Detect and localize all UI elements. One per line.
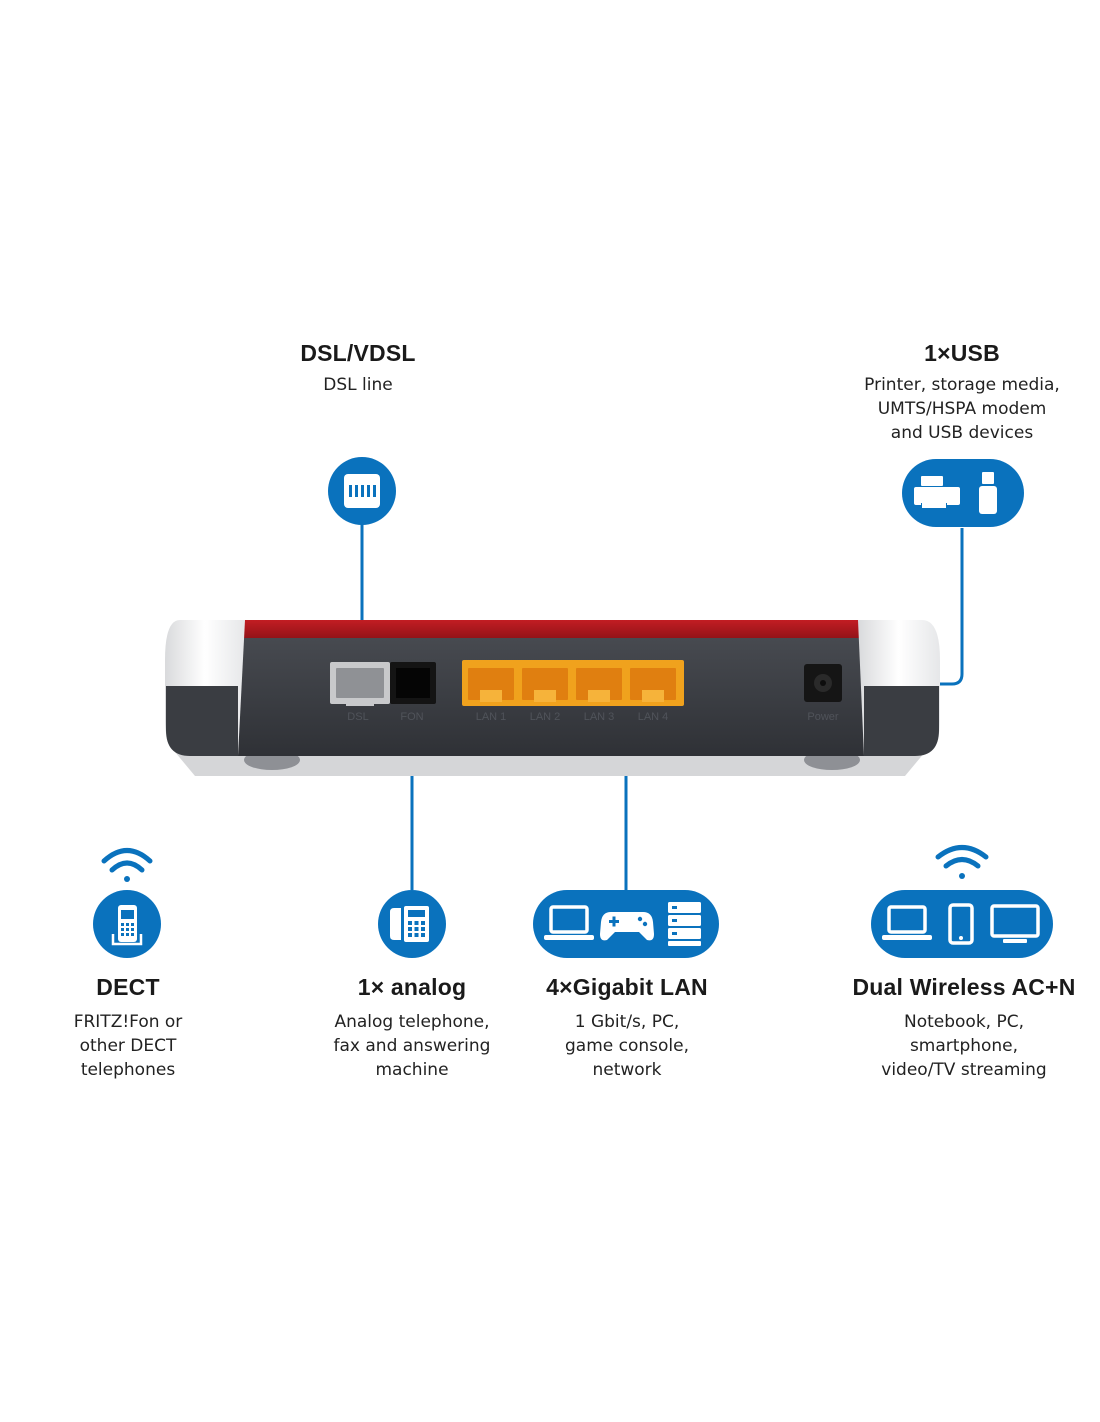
lan-description: 1 Gbit/s, PC, game console, network [565, 1012, 689, 1080]
lan-port-1 [468, 668, 514, 700]
laptop-icon [882, 905, 932, 940]
dsl-description: DSL line [323, 375, 393, 395]
port-label-lan4: LAN 4 [638, 711, 669, 723]
dsl-block: DSL/VDSL DSL line [208, 340, 508, 397]
port-label-lan3: LAN 3 [584, 711, 615, 723]
wireless-title: Dual Wireless AC+N [852, 974, 1076, 1000]
dect-description: FRITZ!Fon or other DECT telephones [73, 1012, 183, 1080]
router-red-top [222, 620, 880, 640]
gamepad-icon [600, 912, 654, 941]
dect-title: DECT [96, 974, 160, 1000]
printer-icon [914, 476, 960, 509]
lan-title: 4×Gigabit LAN [546, 974, 708, 1000]
port-label-lan2: LAN 2 [530, 711, 561, 723]
server-icon [668, 902, 701, 946]
dsl-jack-icon [344, 474, 380, 508]
lan-port-2 [522, 668, 568, 700]
wifi-signal-icon [101, 848, 153, 882]
port-label-dsl: DSL [347, 711, 368, 723]
desk-phone-icon [390, 906, 429, 942]
router: DSL FON LAN 1 LAN 2 LAN 3 LAN 4 Power [165, 620, 940, 776]
dect-block: DECT FRITZ!Fon or other DECT telephones [28, 974, 228, 1082]
router-right-cap-dark [864, 686, 939, 756]
laptop-icon [544, 905, 594, 940]
lan-port-3 [576, 668, 622, 700]
port-label-lan1: LAN 1 [476, 711, 507, 723]
wireless-description: Notebook, PC, smartphone, video/TV strea… [881, 1012, 1047, 1080]
router-base-shadow [175, 752, 925, 776]
smartphone-icon [948, 903, 974, 945]
lan-port-4 [630, 668, 676, 700]
dect-badge [93, 890, 161, 958]
port-label-power: Power [807, 711, 839, 723]
cordless-phone-icon [111, 905, 143, 946]
analog-description: Analog telephone, fax and answering mach… [333, 1012, 491, 1080]
monitor-icon [990, 904, 1040, 943]
lan-block: 4×Gigabit LAN 1 Gbit/s, PC, game console… [507, 974, 747, 1082]
usb-connector-line [930, 528, 964, 686]
analog-badge [378, 890, 446, 958]
analog-block: 1× analog Analog telephone, fax and answ… [292, 974, 532, 1082]
wifi-signal-icon [935, 845, 989, 879]
lan-port-block [462, 660, 684, 706]
router-left-cap-dark [166, 686, 238, 756]
usb-badge [902, 459, 1024, 527]
usb-stick-icon [979, 472, 997, 514]
port-label-fon: FON [400, 711, 423, 723]
usb-title: 1×USB [924, 340, 1000, 366]
usb-block: 1×USB Printer, storage media, UMTS/HSPA … [822, 340, 1100, 445]
wireless-block: Dual Wireless AC+N Notebook, PC, smartph… [822, 974, 1100, 1082]
lan-badge [533, 890, 719, 958]
dsl-title: DSL/VDSL [300, 340, 416, 366]
wireless-badge [871, 890, 1053, 958]
dsl-badge [328, 457, 396, 525]
analog-title: 1× analog [357, 974, 467, 1000]
usb-description: Printer, storage media, UMTS/HSPA modem … [864, 375, 1060, 443]
